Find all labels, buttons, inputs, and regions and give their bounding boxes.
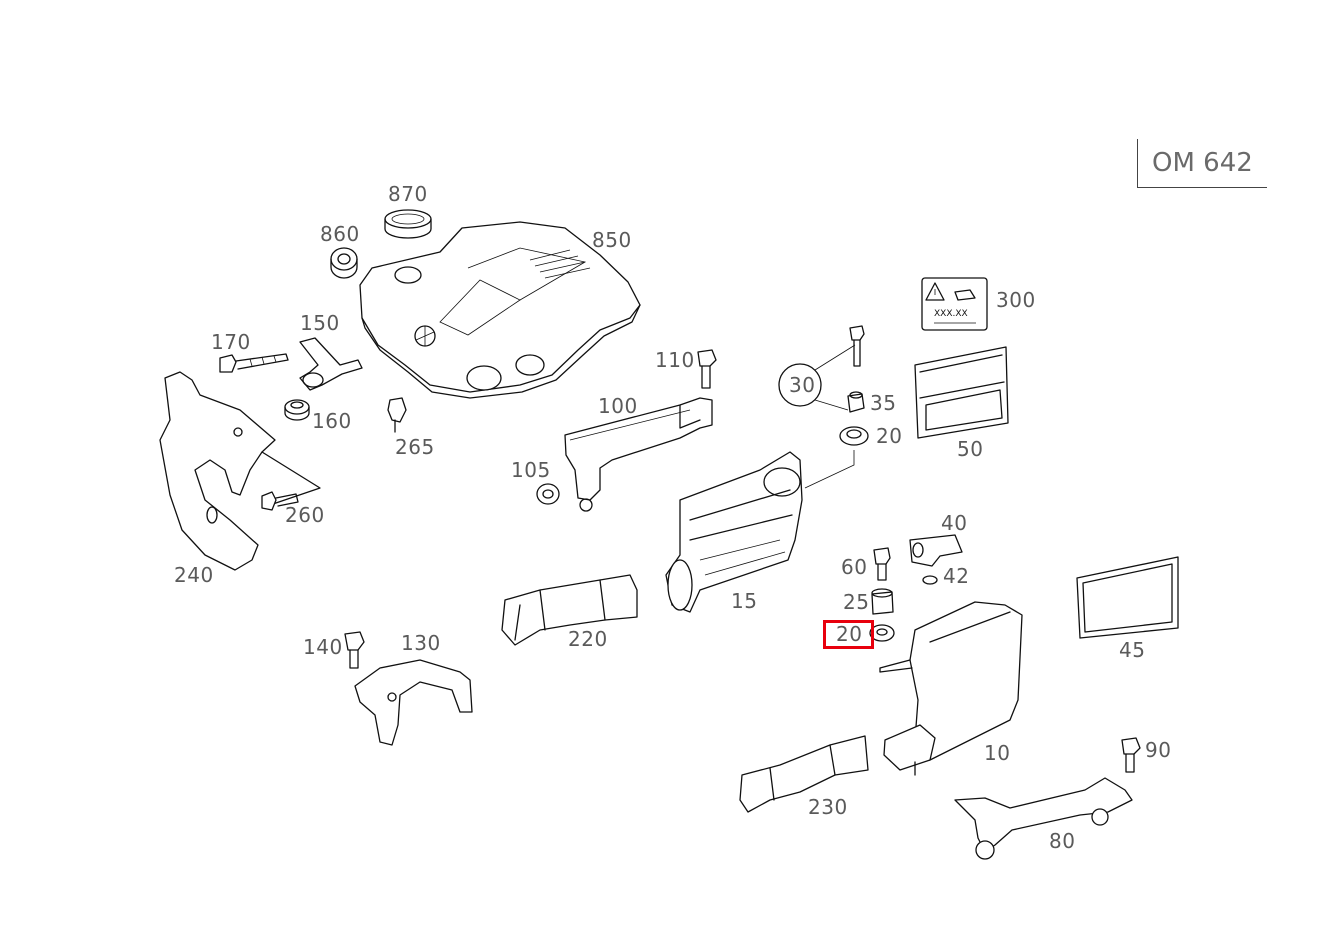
- part-265-sensor[interactable]: [387, 397, 407, 433]
- part-label-140[interactable]: 140: [303, 635, 343, 659]
- part-label-130[interactable]: 130: [401, 631, 441, 655]
- part-20-grommet-upper[interactable]: [804, 426, 869, 489]
- part-15-air-filter-housing[interactable]: [665, 451, 803, 613]
- part-label-220[interactable]: 220: [568, 627, 608, 651]
- part-35-spacer[interactable]: [847, 391, 865, 413]
- part-label-100[interactable]: 100: [598, 394, 638, 418]
- part-100-intake-duct[interactable]: [564, 397, 713, 512]
- part-60-bolt[interactable]: [873, 547, 891, 581]
- part-25-spacer[interactable]: [871, 588, 894, 615]
- part-10-housing[interactable]: [879, 601, 1023, 776]
- part-label-80[interactable]: 80: [1049, 829, 1076, 853]
- engine-code: OM 642: [1152, 148, 1253, 178]
- part-label-240[interactable]: 240: [174, 563, 214, 587]
- part-label-170[interactable]: 170: [211, 330, 251, 354]
- part-label-860[interactable]: 860: [320, 222, 360, 246]
- part-80-support-bracket[interactable]: [954, 777, 1133, 860]
- part-40-sensor[interactable]: [909, 534, 963, 567]
- part-label-60[interactable]: 60: [841, 555, 868, 579]
- warning-label-text: XXX.XX: [934, 309, 968, 319]
- part-30-group[interactable]: [778, 325, 865, 411]
- part-90-bolt[interactable]: [1121, 737, 1141, 773]
- part-110-bolt[interactable]: [697, 349, 717, 389]
- part-45-filter-panel[interactable]: [1076, 556, 1179, 639]
- part-870-plug[interactable]: [384, 209, 432, 239]
- part-105-grommet[interactable]: [536, 483, 560, 505]
- part-42-o-ring[interactable]: [922, 575, 938, 585]
- part-highlight-box: [823, 620, 874, 649]
- part-label-160[interactable]: 160: [312, 409, 352, 433]
- part-160-grommet[interactable]: [284, 399, 310, 421]
- part-860-grommet[interactable]: [330, 247, 358, 279]
- part-850-engine-cover[interactable]: [359, 221, 641, 399]
- part-label-850[interactable]: 850: [592, 228, 632, 252]
- part-label-35[interactable]: 35: [870, 391, 897, 415]
- part-label-260[interactable]: 260: [285, 503, 325, 527]
- part-240-bracket[interactable]: [159, 371, 321, 571]
- part-label-42[interactable]: 42: [943, 564, 970, 588]
- part-label-45[interactable]: 45: [1119, 638, 1146, 662]
- part-label-20-upper[interactable]: 20: [876, 424, 903, 448]
- part-label-265[interactable]: 265: [395, 435, 435, 459]
- part-20-grommet-lower[interactable]: [869, 624, 895, 642]
- part-label-150[interactable]: 150: [300, 311, 340, 335]
- part-230-hose[interactable]: [739, 735, 869, 813]
- part-label-50[interactable]: 50: [957, 437, 984, 461]
- part-300-warning-label[interactable]: XXX.XX: [921, 277, 988, 331]
- part-label-870[interactable]: 870: [388, 182, 428, 206]
- part-label-110[interactable]: 110: [655, 348, 695, 372]
- part-label-10[interactable]: 10: [984, 741, 1011, 765]
- part-label-15[interactable]: 15: [731, 589, 758, 613]
- part-label-105[interactable]: 105: [511, 458, 551, 482]
- part-50-filter-element[interactable]: [914, 346, 1009, 439]
- part-label-30[interactable]: 30: [789, 373, 816, 397]
- part-label-230[interactable]: 230: [808, 795, 848, 819]
- part-170-bolt[interactable]: [219, 353, 289, 373]
- part-label-40[interactable]: 40: [941, 511, 968, 535]
- part-220-intake-hose[interactable]: [501, 574, 638, 646]
- part-130-heat-shield[interactable]: [354, 659, 473, 746]
- part-label-25[interactable]: 25: [843, 590, 870, 614]
- part-260-bolt[interactable]: [261, 491, 299, 511]
- part-label-20-lower[interactable]: 20: [836, 622, 863, 646]
- part-150-bracket[interactable]: [299, 337, 363, 391]
- part-label-90[interactable]: 90: [1145, 738, 1172, 762]
- engine-code-box: [1137, 139, 1267, 188]
- part-label-300[interactable]: 300: [996, 288, 1036, 312]
- part-140-bolt[interactable]: [344, 631, 365, 669]
